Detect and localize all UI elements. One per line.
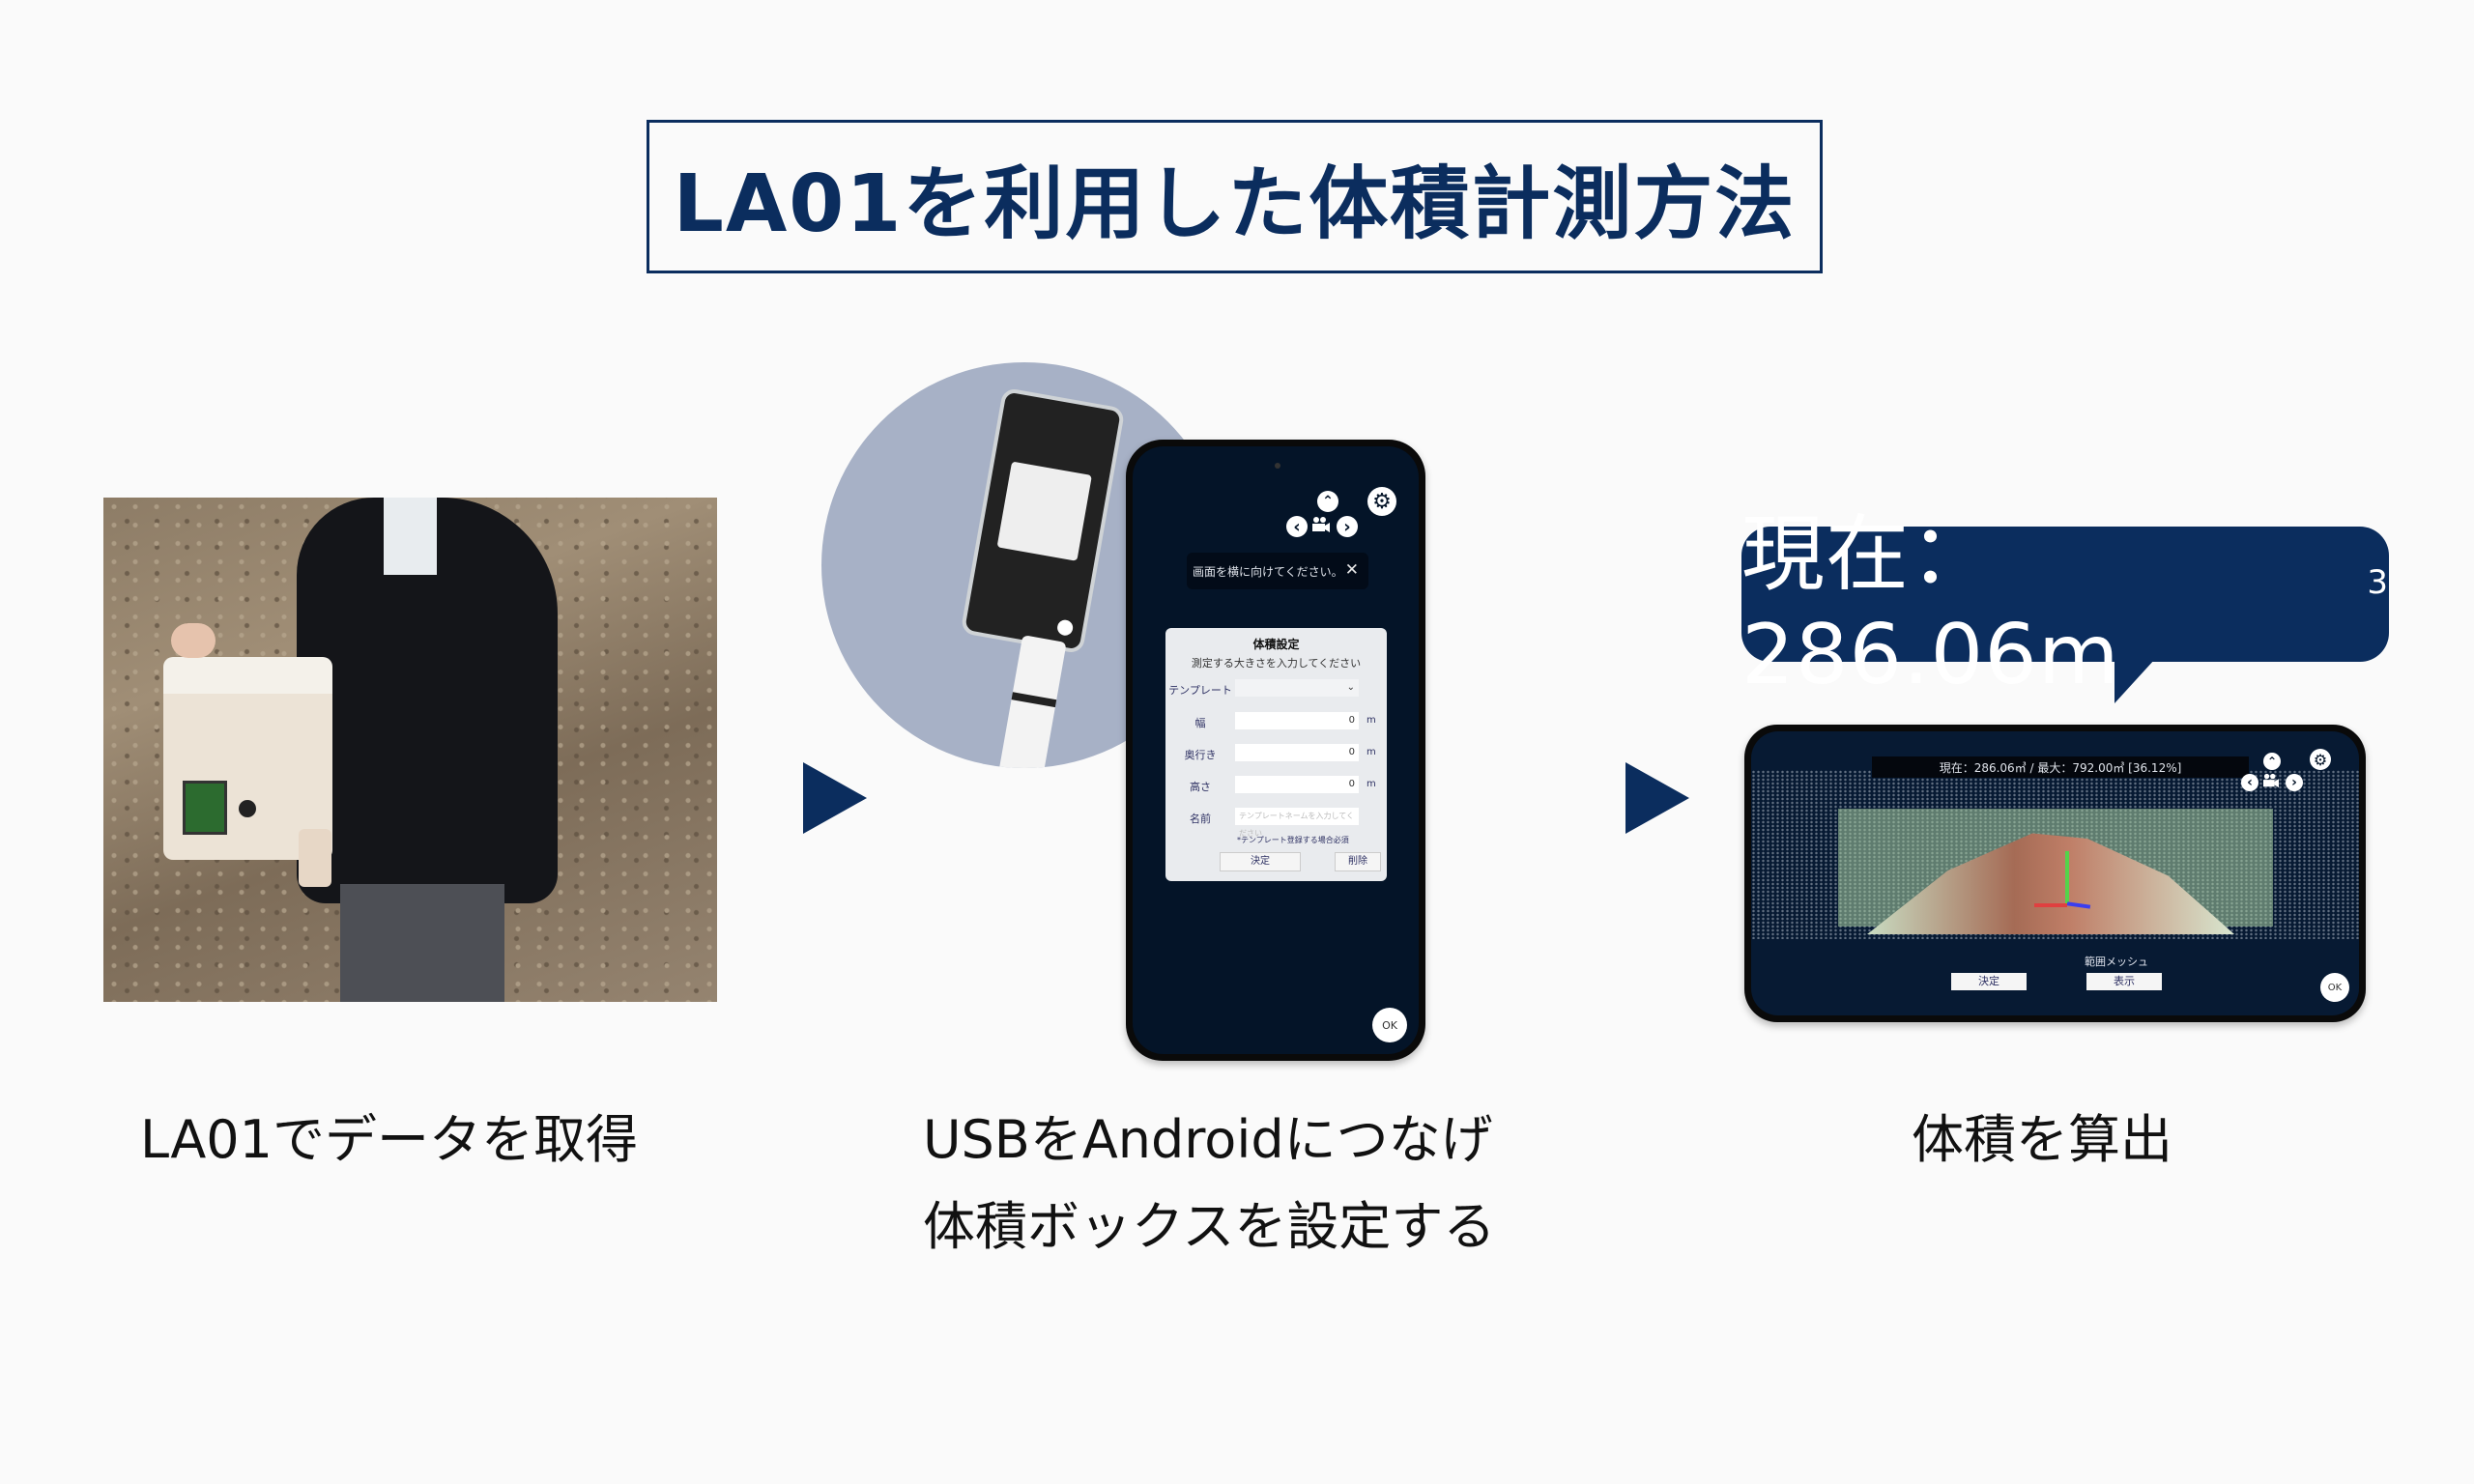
gear-icon[interactable]: ⚙ <box>2310 749 2331 770</box>
dialog-title: 体積設定 <box>1252 638 1300 651</box>
la01-device <box>163 657 332 887</box>
axis-y-gizmo[interactable] <box>2065 851 2069 905</box>
android-phone-portrait: ⌃ ⚙ ‹ › 画面を横に向けてください。 ✕ 体積設定 測定する大きさを入力し… <box>1126 440 1425 1061</box>
width-label: 幅 <box>1194 717 1206 729</box>
phone-screen: ⌃ ⚙ ‹ › 画面を横に向けてください。 ✕ 体積設定 測定する大きさを入力し… <box>1133 446 1419 1054</box>
width-row: 幅 0 m <box>1165 711 1387 732</box>
person-hand <box>171 623 216 658</box>
chevron-right-icon[interactable]: › <box>2286 774 2303 791</box>
phone-photo-ok-icon <box>1055 618 1075 637</box>
volume-status-bar: 現在：286.06㎥ / 最大：792.00㎥ [36.12%] <box>1872 756 2249 778</box>
height-row: 高さ 0 m <box>1165 775 1387 796</box>
la01-scanner-photo <box>103 498 717 1002</box>
front-camera <box>1275 463 1280 469</box>
depth-unit: m <box>1366 747 1376 757</box>
close-icon[interactable]: ✕ <box>1344 560 1359 580</box>
chevron-down-icon: ⌄ <box>1346 682 1355 693</box>
phone-screen-landscape: 現在：286.06㎥ / 最大：792.00㎥ [36.12%] ⌃ ⚙ ‹ ›… <box>1751 731 2359 1015</box>
camera-icon[interactable] <box>1311 516 1331 533</box>
chevron-left-icon[interactable]: ‹ <box>1286 516 1308 537</box>
page-title-box: LA01を利用した体積計測方法 <box>647 120 1823 273</box>
name-label: 名前 <box>1190 813 1211 825</box>
phone-photo-dialog <box>996 461 1092 561</box>
template-label: テンプレート <box>1168 684 1232 697</box>
height-unit: m <box>1366 779 1376 789</box>
chevron-up-icon[interactable]: ⌃ <box>2263 753 2281 770</box>
show-mesh-button[interactable]: 表示 <box>2086 973 2162 990</box>
depth-label: 奥行き <box>1184 749 1217 761</box>
volume-settings-dialog: 体積設定 測定する大きさを入力してください テンプレート ⌄ 幅 0 m 奥行き… <box>1165 628 1387 881</box>
axis-x-gizmo[interactable] <box>2034 903 2067 907</box>
page-title: LA01を利用した体積計測方法 <box>673 158 1797 250</box>
usb-band <box>1011 692 1057 708</box>
depth-row: 奥行き 0 m <box>1165 743 1387 764</box>
device-lidar-window <box>183 781 227 835</box>
confirm-button[interactable]: 決定 <box>1220 852 1301 871</box>
ok-button[interactable]: OK <box>2320 973 2349 1002</box>
template-select[interactable]: ⌄ <box>1235 679 1359 697</box>
callout-volume: 現在：286.06m <box>1741 505 2120 703</box>
width-input[interactable]: 0 <box>1235 712 1359 729</box>
callout-superscript: 3 <box>2367 563 2389 602</box>
rotate-screen-toast: 画面を横に向けてください。 ✕ <box>1187 553 1368 589</box>
chevron-up-icon[interactable]: ⌃ <box>1317 491 1338 512</box>
step2-caption-line1: USBをAndroidにつなげ <box>923 1109 1493 1170</box>
width-unit: m <box>1366 715 1376 726</box>
required-note: *テンプレート登録する場合必須 <box>1237 836 1349 844</box>
delete-button[interactable]: 削除 <box>1335 852 1381 871</box>
person-collar <box>384 498 437 575</box>
depth-input[interactable]: 0 <box>1235 744 1359 761</box>
android-phone-photo <box>960 386 1126 655</box>
step-arrow-icon <box>803 762 867 834</box>
callout-tail <box>2114 659 2155 703</box>
usb-stick <box>997 635 1067 768</box>
name-row: 名前 テンプレートネームを入力してください <box>1165 807 1387 838</box>
toast-text: 画面を横に向けてください。 <box>1193 564 1343 579</box>
dialog-subtitle: 測定する大きさを入力してください <box>1191 657 1362 670</box>
android-phone-landscape: 現在：286.06㎥ / 最大：792.00㎥ [36.12%] ⌃ ⚙ ‹ ›… <box>1744 725 2366 1022</box>
step3-caption: 体積を算出 <box>1912 1109 2172 1170</box>
chevron-right-icon[interactable]: › <box>1337 516 1358 537</box>
ok-button[interactable]: OK <box>1372 1008 1407 1042</box>
height-input[interactable]: 0 <box>1235 776 1359 793</box>
gear-icon[interactable]: ⚙ <box>1367 487 1396 516</box>
confirm-button[interactable]: 決定 <box>1951 973 2027 990</box>
template-row: テンプレート ⌄ <box>1165 678 1387 699</box>
camera-icon[interactable] <box>2262 773 2280 792</box>
device-lens <box>239 800 256 817</box>
current-volume-callout: 現在：286.06m 3 <box>1741 506 2389 703</box>
step1-caption: LA01でデータを取得 <box>140 1109 638 1170</box>
device-side-mount <box>299 829 331 887</box>
person-pants <box>340 884 504 1002</box>
height-label: 高さ <box>1190 781 1211 793</box>
range-mesh-label: 範囲メッシュ <box>2085 956 2148 968</box>
chevron-left-icon[interactable]: ‹ <box>2241 774 2258 791</box>
template-name-input[interactable]: テンプレートネームを入力してください <box>1235 808 1359 838</box>
step2-caption-line2: 体積ボックスを設定する <box>923 1196 1496 1257</box>
step-arrow-icon <box>1625 762 1689 834</box>
